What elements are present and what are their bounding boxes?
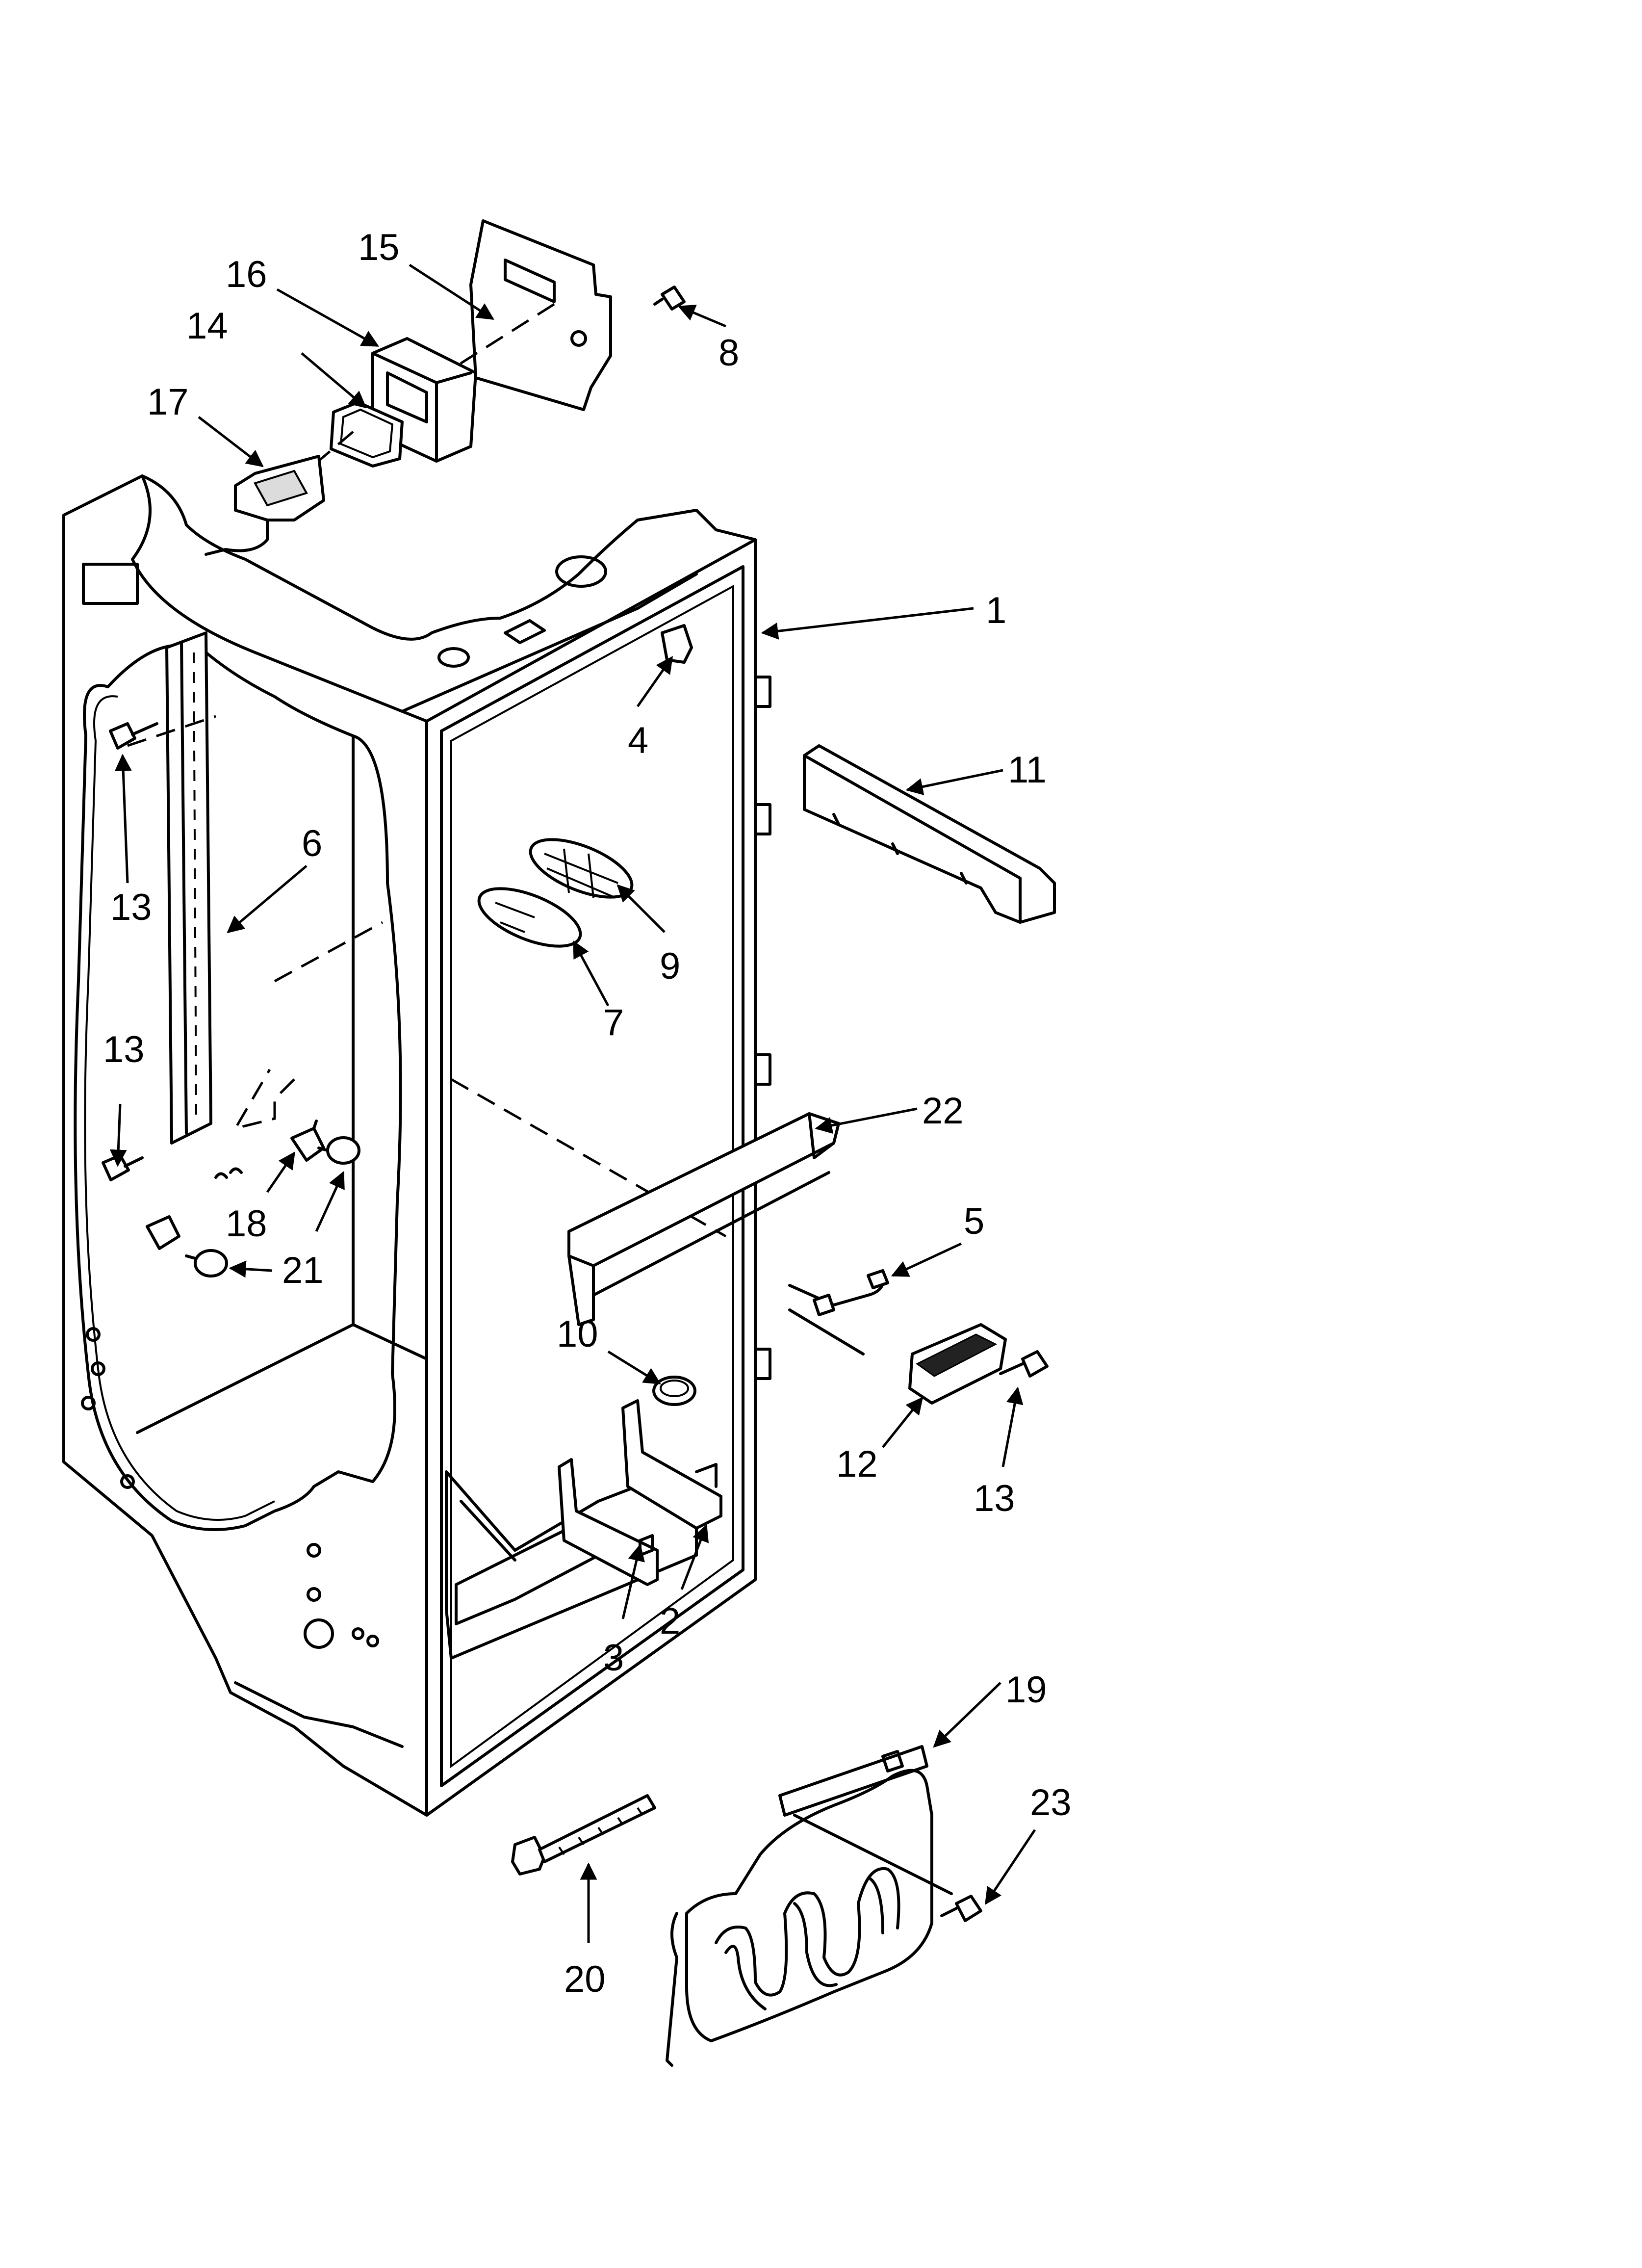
bracket-2 [621,1399,722,1530]
callout-16: 16 [226,254,267,295]
screw-8 [653,286,686,311]
light-bulb-21-upper [317,1136,360,1165]
clip [214,1167,243,1179]
housing-12 [908,1323,1007,1405]
screw-13-lower [102,1154,144,1181]
callout-21: 21 [282,1250,324,1291]
light-socket-18-upper [290,1120,325,1162]
callout-9: 9 [660,945,680,987]
callout-20: 20 [564,1958,606,2000]
callout-17: 17 [147,381,189,423]
plug-10 [652,1376,696,1406]
callout-15: 15 [358,227,400,268]
callout-13-upper: 13 [110,886,152,928]
control-housing-15 [469,219,612,411]
callout-13-lower: 13 [103,1029,145,1070]
light-bulb-21-lower [185,1249,228,1277]
callout-11: 11 [1008,749,1047,791]
shelf-ladder-rail [127,631,216,1145]
cable-tie-20 [511,1794,656,1876]
callout-2: 2 [660,1600,680,1642]
screw-23 [940,1895,982,1922]
callout-10: 10 [557,1313,598,1355]
callout-22: 22 [922,1090,964,1132]
callout-19: 19 [1005,1669,1047,1711]
light-socket-18-lower [146,1215,180,1250]
callout-12: 12 [836,1443,878,1485]
callout-18: 18 [226,1203,267,1245]
clip-4 [661,624,693,664]
heater-19 [666,1745,953,2067]
leader-lines [109,263,1036,1943]
callout-labels: 1 2 3 4 5 6 7 8 9 10 11 12 13 13 13 14 1… [103,227,1072,2000]
callout-13-right: 13 [974,1478,1015,1519]
wire-harness-5 [788,1269,889,1356]
trim-11 [803,744,1056,924]
cover-7 [477,887,582,948]
callout-14: 14 [186,305,228,347]
screw-13-upper [109,722,158,750]
callout-23: 23 [1030,1782,1072,1824]
refrigerator-liner [62,474,771,1817]
callout-1: 1 [986,590,1006,631]
callout-6: 6 [302,823,322,864]
callout-5: 5 [964,1200,984,1242]
switch-17 [205,455,325,556]
support-22 [567,1112,840,1326]
callout-8: 8 [718,332,739,374]
callout-4: 4 [628,720,648,761]
callout-3: 3 [603,1637,624,1679]
callout-7: 7 [603,1002,624,1043]
screw-13-right [999,1350,1049,1378]
